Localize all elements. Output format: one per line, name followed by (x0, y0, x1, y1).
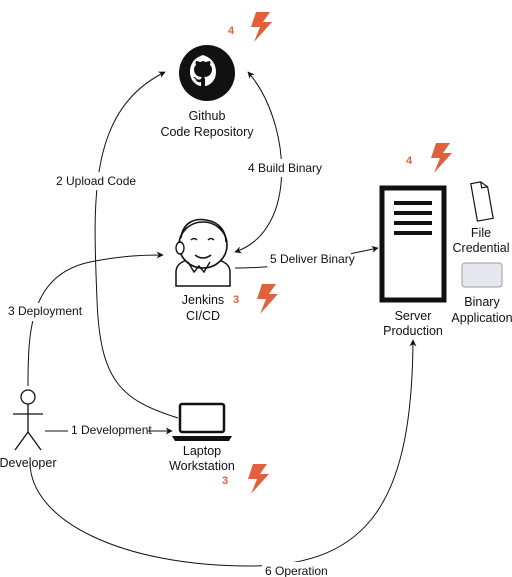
edge-deployment (27, 251, 164, 387)
lightning-bolt-icon (431, 143, 452, 173)
jenkins-subtitle: CI/CD (186, 309, 220, 323)
edge-upload-code (94, 71, 179, 419)
github-badge: 4 (228, 25, 235, 37)
edge-operation (29, 339, 417, 567)
file-title: File (471, 226, 491, 240)
github-icon (179, 45, 235, 101)
laptop-title: Laptop (183, 444, 221, 458)
edge-label-development: 1 Development (71, 423, 152, 437)
server-badge: 4 (406, 155, 413, 167)
laptop-icon (172, 402, 232, 441)
file-subtitle: Credential (453, 241, 510, 255)
lightning-bolt-icon (257, 284, 278, 314)
lightning-bolt-icon (248, 464, 269, 494)
stick-figure-icon (13, 389, 43, 451)
github-subtitle: Code Repository (160, 125, 254, 139)
edge-label-deliver-binary: 5 Deliver Binary (270, 252, 355, 266)
edge-label-upload-code: 2 Upload Code (56, 174, 136, 188)
laptop-subtitle: Workstation (169, 459, 235, 473)
server-icon (379, 185, 447, 303)
jenkins-icon (175, 218, 231, 287)
developer-label: Developer (0, 456, 56, 470)
server-title: Server (395, 309, 432, 323)
jenkins-title: Jenkins (182, 293, 224, 307)
binary-title: Binary (464, 295, 500, 309)
lightning-bolt-icon (251, 12, 272, 42)
laptop-badge: 3 (222, 475, 228, 487)
binary-icon (461, 262, 503, 288)
edge-label-operation: 6 Operation (265, 564, 328, 577)
file-icon (470, 181, 494, 222)
server-subtitle: Production (383, 324, 443, 338)
jenkins-badge: 3 (233, 294, 239, 306)
github-title: Github (189, 109, 226, 123)
edge-label-deployment: 3 Deployment (8, 304, 83, 318)
binary-subtitle: Application (451, 311, 512, 325)
edge-label-build-binary: 4 Build Binary (248, 161, 322, 175)
